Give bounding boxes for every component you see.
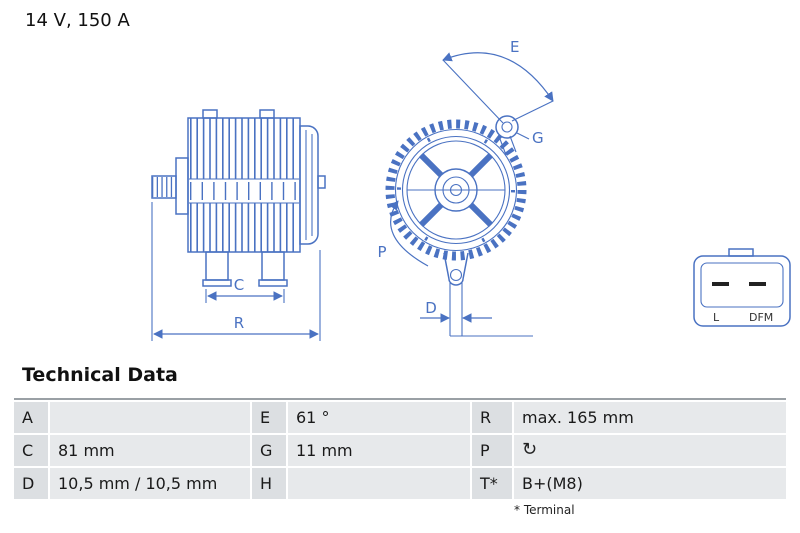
dim-label-p: P xyxy=(377,243,386,261)
connector-drawing: L DFM xyxy=(693,248,791,327)
mounting-foot-left xyxy=(202,279,232,287)
cell-g-value: 11 mm xyxy=(288,435,470,466)
cell-d-key: D xyxy=(14,468,48,499)
side-view-drawing: C R xyxy=(151,109,326,341)
connector-label-dfm: DFM xyxy=(749,311,773,324)
connector-pin-left xyxy=(712,282,729,286)
dim-r-extension-lines xyxy=(151,202,321,341)
top-ear-right xyxy=(259,109,275,119)
connector-label-l: L xyxy=(713,311,720,324)
rotation-arrow xyxy=(389,200,429,267)
dim-label-d: D xyxy=(425,299,437,317)
dim-d-extension-lines xyxy=(449,283,533,337)
screw-marks xyxy=(397,131,515,249)
technical-data-heading: Technical Data xyxy=(22,364,178,386)
cell-a-value xyxy=(50,402,250,433)
cell-e-value: 61 ° xyxy=(288,402,470,433)
cell-t-value: B+(M8) xyxy=(514,468,786,499)
connector-pin-right xyxy=(749,282,766,286)
inner-ring-outer xyxy=(401,135,511,245)
dim-g-marks xyxy=(499,132,530,156)
mounting-arm-left xyxy=(205,251,229,281)
cell-c-value: 81 mm xyxy=(50,435,250,466)
dim-e-rays xyxy=(442,59,554,124)
rim-circle xyxy=(394,128,518,252)
cell-r-key: R xyxy=(472,402,512,433)
connector-outline xyxy=(693,255,791,327)
dim-label-g: G xyxy=(532,129,544,147)
alternator-technical-drawing: C R E G P D xyxy=(151,38,791,341)
voltage-amperage-rating: 14 V, 150 A xyxy=(25,10,130,31)
cell-a-key: A xyxy=(14,402,48,433)
rear-cover xyxy=(299,125,319,245)
bottom-lug-hole xyxy=(449,268,463,282)
terminal-footnote: * Terminal xyxy=(514,503,575,517)
shaft-outline xyxy=(151,175,177,199)
shaft-collar xyxy=(175,157,189,215)
terminal-stub xyxy=(317,175,326,189)
fan-spokes xyxy=(418,152,494,228)
cell-e-key: E xyxy=(252,402,286,433)
dim-label-c: C xyxy=(234,276,244,294)
dim-label-e: E xyxy=(510,38,519,56)
stator-band xyxy=(189,179,299,203)
technical-data-table: A E 61 ° R max. 165 mm C 81 mm G 11 mm P… xyxy=(14,398,786,517)
top-ear-left xyxy=(202,109,218,119)
bottom-lug xyxy=(443,252,469,286)
stator-band-lines xyxy=(189,178,299,204)
mounting-foot-right xyxy=(258,279,288,287)
cell-r-value: max. 165 mm xyxy=(514,402,786,433)
rear-cover-slots xyxy=(305,130,313,240)
top-lug xyxy=(495,115,519,139)
cell-g-key: G xyxy=(252,435,286,466)
top-lug-hole xyxy=(501,121,513,133)
dim-c-extension-lines xyxy=(205,289,285,303)
front-view-drawing: E G P D xyxy=(377,38,554,337)
rotation-direction-icon: ↻ xyxy=(514,435,786,466)
connector-inner xyxy=(700,262,784,308)
cell-d-value: 10,5 mm / 10,5 mm xyxy=(50,468,250,499)
cell-h-value xyxy=(288,468,470,499)
cell-h-key: H xyxy=(252,468,286,499)
dim-e-arc xyxy=(442,52,554,102)
cell-c-key: C xyxy=(14,435,48,466)
mounting-arm-right xyxy=(261,251,285,281)
cell-t-key: T* xyxy=(472,468,512,499)
connector-tab xyxy=(728,248,754,257)
cell-p-key: P xyxy=(472,435,512,466)
dim-label-r: R xyxy=(234,314,244,332)
vent-teeth-ring xyxy=(385,119,527,261)
